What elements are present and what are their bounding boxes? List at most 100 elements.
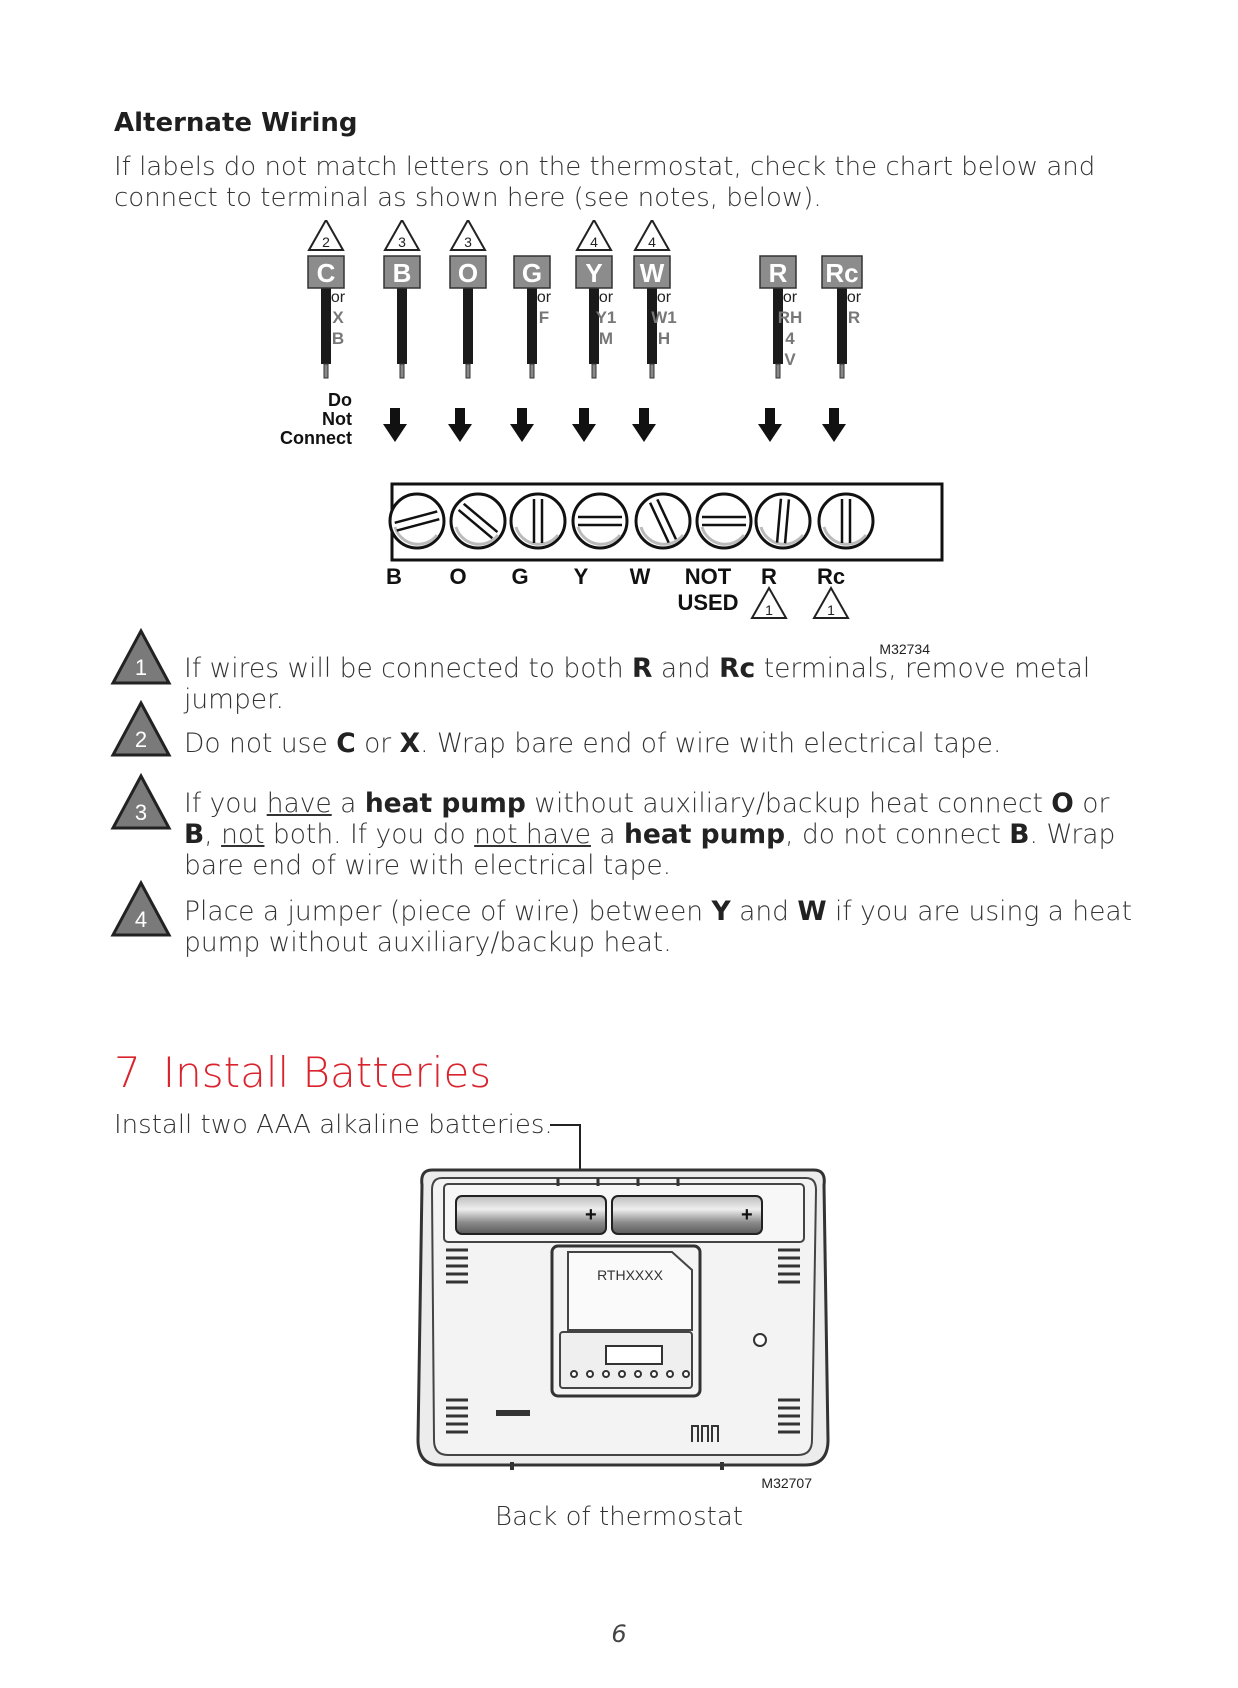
section-number: 7 [114,1048,141,1097]
connector-pins [570,1370,690,1378]
svg-text:2: 2 [135,727,147,752]
terminal-note-number: 1 [765,602,773,618]
wire-label: Rc [825,258,858,288]
svg-text:3: 3 [135,800,147,825]
note-1: If wires will be connected to both R and… [184,653,1091,715]
terminal-screw [509,492,567,550]
note-2-warning-icon: 2 [110,700,172,757]
note-3: If you have a heat pump without auxiliar… [184,788,1116,881]
svg-text:1: 1 [135,655,147,680]
wire-alt-label: or [331,289,346,306]
wiring-figure-code: M32734 [879,641,930,657]
wire-alt-label: or [537,289,552,306]
terminal-label-sub: USED [677,590,738,615]
battery-left: + [455,1195,607,1235]
wire-label: C [317,258,336,288]
terminal-screw [754,492,812,550]
wire-note-number: 3 [398,234,406,250]
wire-note-icon: 3 [449,220,487,251]
terminal-label: Y [574,564,589,589]
terminal-label: B [386,564,402,589]
terminal-note-number: 1 [827,602,835,618]
install-batteries-instruction: Install two AAA alkaline batteries. [114,1110,553,1140]
do-not-connect-text: Connect [280,428,352,448]
wire-alt-label: F [539,308,549,327]
wire-alt-label: X [332,308,344,327]
terminal-arrows [383,408,846,442]
down-arrow-icon [510,408,534,442]
wire-note-number: 2 [322,234,330,250]
wire-note-icon: 2 [307,220,345,251]
alternate-wiring-intro: If labels do not match letters on the th… [114,152,1096,213]
svg-text:+: + [585,1204,597,1226]
wire-note-number: 3 [464,234,472,250]
terminal-note-icon: 1 [750,585,788,619]
note-4-warning-icon: 4 [110,880,172,937]
wire-alt-label: B [332,329,344,348]
down-arrow-icon [383,408,407,442]
down-arrow-icon [572,408,596,442]
terminal-note-icon: 1 [812,585,850,619]
wire-alt-label: W1 [651,308,677,327]
wire-label: Y [585,258,602,288]
terminal-label: R [761,564,777,589]
thermostat-caption: Back of thermostat [495,1502,743,1532]
wire-alt-label: 4 [785,329,795,348]
wire-alt-label: or [783,289,798,306]
wire-alt-label: V [784,350,796,369]
wire-note-number: 4 [590,234,598,250]
do-not-connect-text: Not [322,409,352,429]
battery-right: + [611,1195,763,1235]
terminal-screw [817,492,875,550]
terminal-screw [388,492,446,550]
terminal-screws [388,492,875,550]
svg-text:+: + [741,1204,753,1226]
terminal-screw [695,492,753,550]
svg-text:4: 4 [135,907,147,932]
wire-alt-label: H [658,329,670,348]
wire-alt-label: R [848,308,860,327]
terminal-label: Rc [817,564,845,589]
note-2: Do not use C or X. Wrap bare end of wire… [184,728,1002,759]
thermostat-back-diagram: + + RTHXXXX M32707 [416,1124,830,1491]
model-label: RTHXXXX [597,1267,664,1283]
terminal-screw [571,492,629,550]
terminal-screw [449,492,507,550]
down-arrow-icon [758,408,782,442]
terminal-label: W [630,564,651,589]
terminal-screw [634,492,692,550]
wire-label: O [458,258,478,288]
wire-b: 3B [383,220,421,379]
wire-note-icon: 4 [575,220,613,251]
wire-note-icon: 3 [383,220,421,251]
section-7-title: 7 Install Batteries [114,1048,491,1097]
wire-alt-label: Y1 [596,308,617,327]
wire-alt-label: or [657,289,672,306]
wire-alt-label: RH [778,308,803,327]
vents [446,1248,800,1434]
note-4: Place a jumper (piece of wire) between Y… [184,896,1133,958]
do-not-connect-text: Do [328,390,352,410]
note-1-warning-icon: 1 [110,628,172,685]
wire-label: G [522,258,542,288]
section-title-text: Install Batteries [162,1048,492,1097]
down-arrow-icon [448,408,472,442]
wire-alt-label: or [847,289,862,306]
wire-alt-label: M [599,329,613,348]
down-arrow-icon [822,408,846,442]
terminal-label: NOT [685,564,732,589]
wire-label: R [769,258,788,288]
wire-note-number: 4 [648,234,656,250]
terminal-label: O [449,564,466,589]
wire-alt-label: or [599,289,614,306]
terminal-label: G [511,564,528,589]
alternate-wiring-heading: Alternate Wiring [114,108,358,138]
